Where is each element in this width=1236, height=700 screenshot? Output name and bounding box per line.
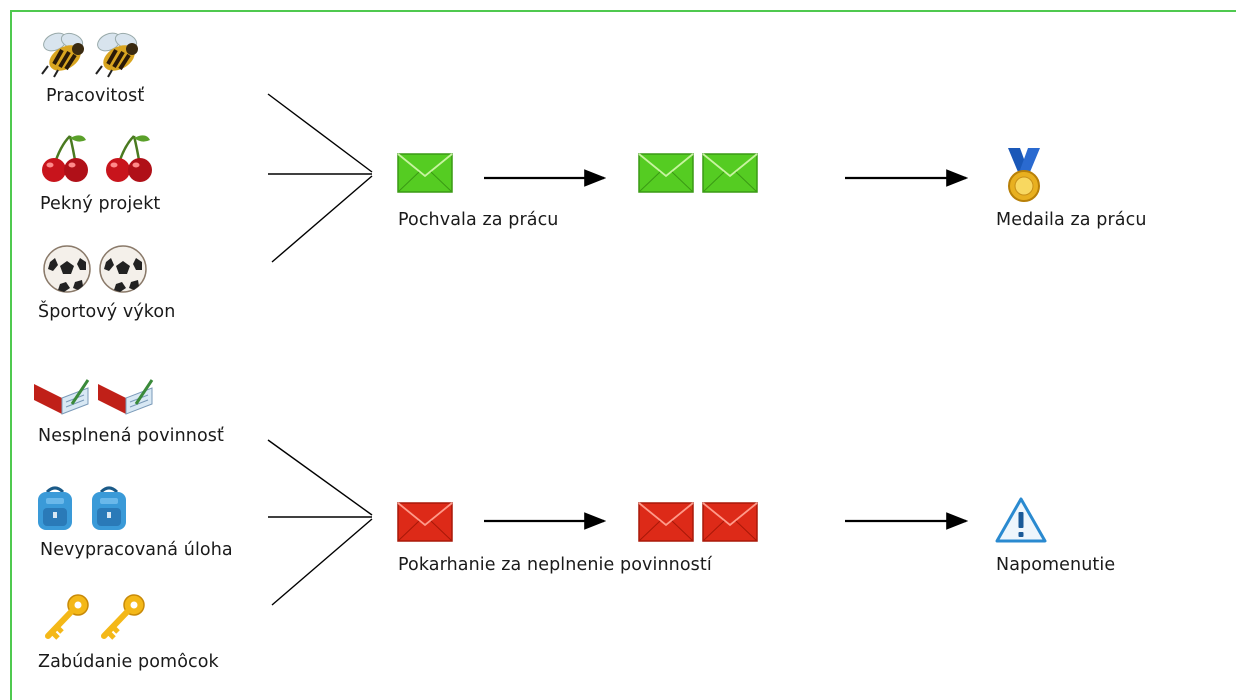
funnel-line bbox=[267, 439, 373, 516]
notebook-icon bbox=[98, 379, 154, 415]
cherry-icon bbox=[42, 135, 88, 182]
praise-label: Pochvala za prácu bbox=[398, 210, 559, 230]
warning-label: Napomenutie bbox=[996, 555, 1116, 575]
behavior-label-diligence: Pracovitosť bbox=[46, 86, 145, 106]
cherry-icon-pair bbox=[40, 132, 154, 184]
green-envelope-icon bbox=[702, 153, 758, 193]
bee-icon-pair bbox=[38, 30, 146, 78]
green-envelope-icon-pair bbox=[638, 153, 758, 193]
green-envelope-icon bbox=[638, 153, 694, 193]
notebook-icon bbox=[34, 379, 90, 415]
key-icon bbox=[101, 594, 145, 640]
red-envelope-icon bbox=[397, 502, 453, 542]
diagram-frame bbox=[10, 10, 1236, 700]
behavior-label-sport-performance: Športový výkon bbox=[38, 302, 176, 322]
funnel-line bbox=[271, 175, 373, 263]
red-envelope-icon-pair bbox=[638, 502, 758, 542]
key-icon-pair bbox=[42, 592, 148, 642]
medal-icon bbox=[1008, 148, 1040, 202]
green-envelope-icon bbox=[397, 153, 453, 193]
warning-icon bbox=[995, 497, 1047, 543]
soccer-ball-icon bbox=[99, 245, 147, 293]
red-envelope-icon bbox=[638, 502, 694, 542]
key-icon bbox=[45, 594, 89, 640]
behavior-label-forgetting-supplies: Zabúdanie pomôcok bbox=[38, 652, 219, 672]
behavior-label-undone-homework: Nevypracovaná úloha bbox=[40, 540, 233, 560]
bee-icon bbox=[41, 32, 84, 78]
cherry-icon bbox=[106, 135, 152, 182]
funnel-line bbox=[267, 93, 373, 173]
bee-icon bbox=[95, 32, 138, 78]
red-envelope-icon bbox=[702, 502, 758, 542]
soccer-ball-icon-pair bbox=[42, 244, 148, 294]
behavior-label-nice-project: Pekný projekt bbox=[40, 194, 161, 214]
notebook-icon-pair bbox=[32, 378, 156, 418]
behavior-label-unfulfilled-duty: Nesplnená povinnosť bbox=[38, 426, 224, 446]
backpack-icon bbox=[38, 486, 72, 530]
backpack-icon-pair bbox=[34, 484, 130, 532]
funnel-line bbox=[271, 518, 373, 606]
backpack-icon bbox=[92, 486, 126, 530]
medal-label: Medaila za prácu bbox=[996, 210, 1147, 230]
reprimand-label: Pokarhanie za neplnenie povinností bbox=[398, 555, 712, 575]
soccer-ball-icon bbox=[43, 245, 91, 293]
